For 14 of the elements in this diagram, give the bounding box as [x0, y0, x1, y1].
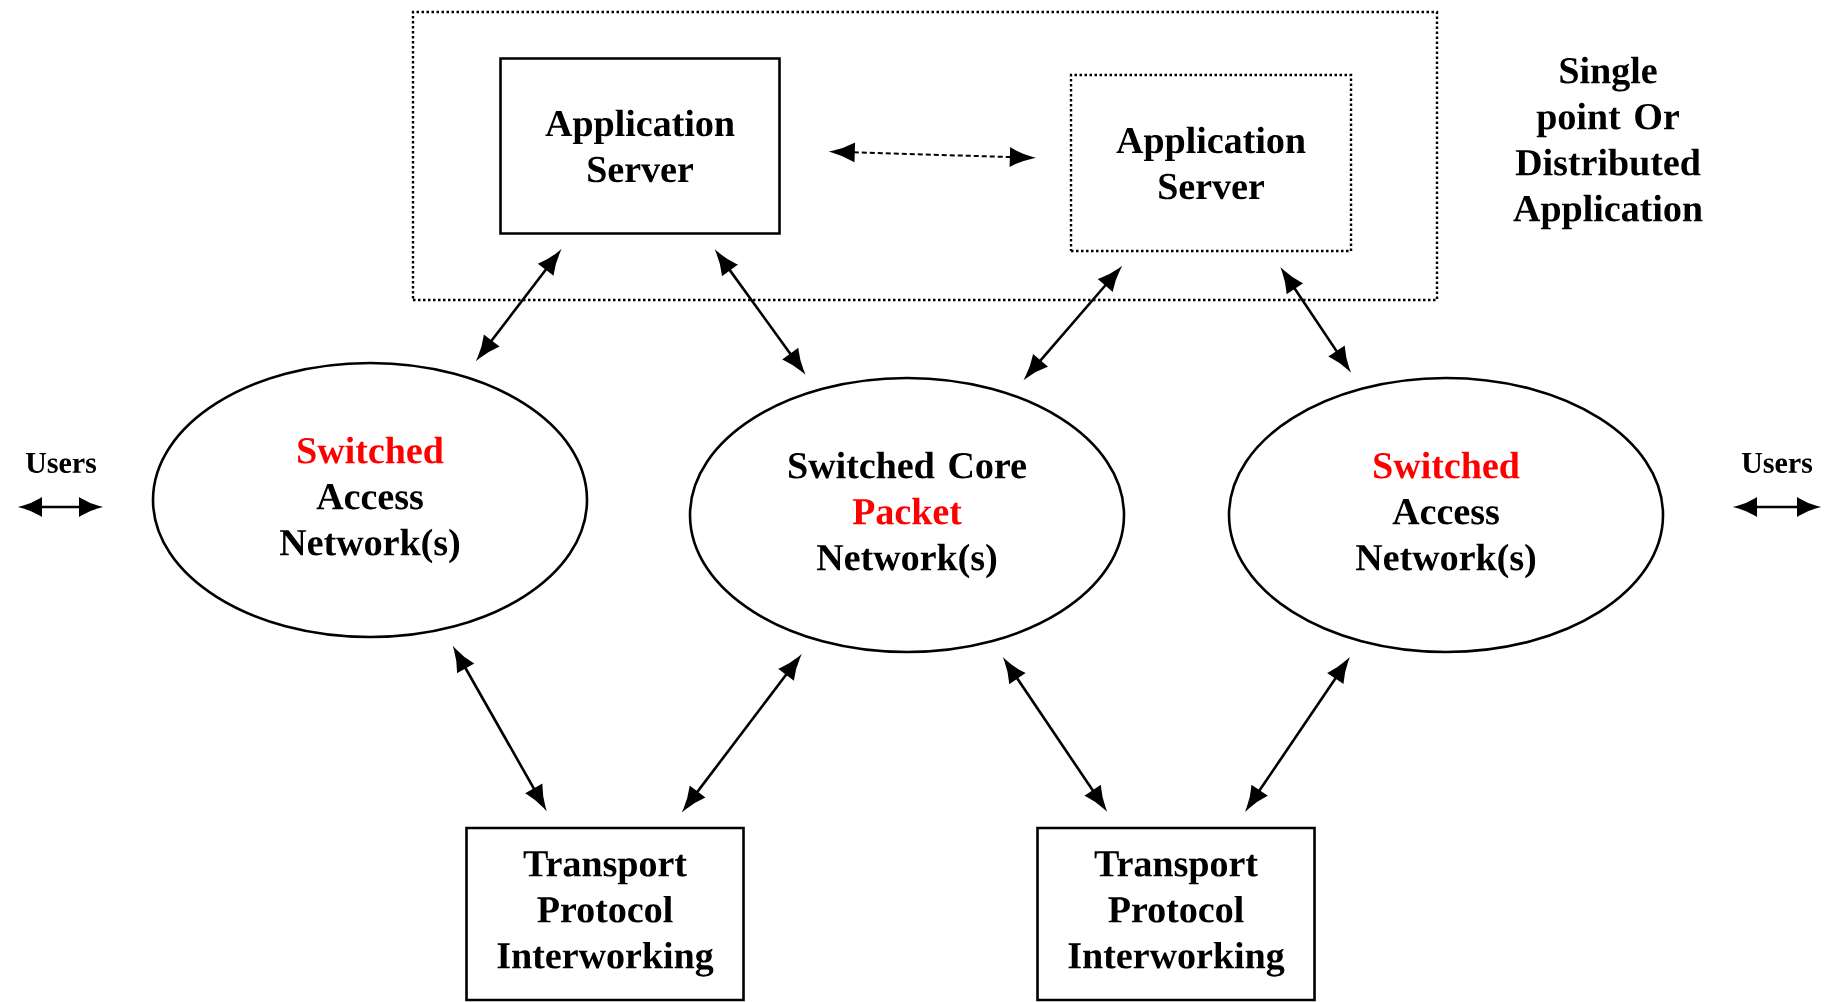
arrow [1004, 660, 1106, 809]
arrow [831, 143, 1033, 167]
arrow [1025, 268, 1121, 378]
arrow [716, 252, 804, 372]
arrow [477, 251, 560, 359]
users-label: Users [25, 453, 97, 473]
interworking-box: Transport Protocol Interworking [465, 826, 745, 1002]
arrow [1282, 270, 1350, 370]
users-label: Users [1741, 453, 1813, 473]
arrow [683, 656, 800, 810]
server-box: Application Server [499, 57, 781, 235]
heading-text: Single point Or Distributed Application [1513, 56, 1703, 230]
interworking-box: Transport Protocol Interworking [1036, 826, 1316, 1002]
server-box: Application Server [1069, 73, 1353, 253]
